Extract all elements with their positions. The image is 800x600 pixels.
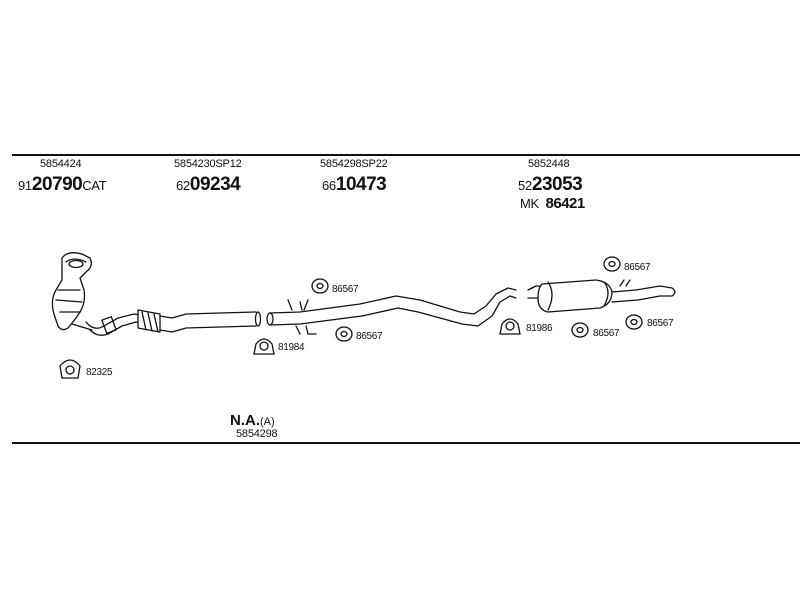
code-middle-pipe[interactable]: 6610473 xyxy=(322,174,387,196)
callout-hanger-rear-bottom-right: 86567 xyxy=(647,318,674,329)
not-available-part-number: 5854298 xyxy=(236,428,278,440)
callout-hanger-rear-bottom-left: 86567 xyxy=(593,328,620,339)
rubber-hanger-icon[interactable] xyxy=(625,314,643,330)
code-rear-muffler[interactable]: 5223053 xyxy=(518,174,583,196)
not-available-label: N.A.(A) xyxy=(230,412,275,429)
callout-hanger-mid-bottom: 86567 xyxy=(356,331,383,342)
top-rule xyxy=(12,154,800,156)
rear-muffler[interactable] xyxy=(527,279,676,313)
clamp-icon[interactable] xyxy=(499,318,521,335)
mounting-kit-code: 86421 xyxy=(545,195,586,212)
mounting-kit[interactable]: MK 86421 xyxy=(520,195,585,212)
gasket-icon[interactable] xyxy=(59,359,81,379)
part-number-middle-pipe: 5854298SP22 xyxy=(320,158,388,170)
catalytic-converter[interactable] xyxy=(51,252,93,331)
code-catalyst[interactable]: 9120790CAT xyxy=(18,174,107,196)
callout-hanger-mid-top: 86567 xyxy=(332,284,359,295)
code-main: 23053 xyxy=(531,174,583,195)
rubber-hanger-icon[interactable] xyxy=(335,326,353,342)
code-prefix: 91 xyxy=(18,178,32,193)
code-main: 09234 xyxy=(189,174,241,195)
part-number-catalyst: 5854424 xyxy=(40,158,82,170)
code-front-pipe[interactable]: 6209234 xyxy=(176,174,241,196)
callout-gasket-front: 82325 xyxy=(86,367,113,378)
na-text: N.A. xyxy=(230,412,260,429)
part-number-front-pipe: 5854230SP12 xyxy=(174,158,242,170)
callout-hanger-rear-top: 86567 xyxy=(624,262,651,273)
front-pipe[interactable] xyxy=(85,309,262,336)
na-note: (A) xyxy=(260,416,275,428)
rubber-hanger-icon[interactable] xyxy=(311,278,329,294)
rubber-hanger-icon[interactable] xyxy=(571,322,589,338)
mounting-kit-prefix: MK xyxy=(520,196,539,211)
middle-pipe[interactable] xyxy=(266,287,517,335)
code-prefix: 52 xyxy=(518,178,532,193)
bottom-rule xyxy=(12,442,800,444)
code-prefix: 62 xyxy=(176,178,190,193)
code-suffix: CAT xyxy=(82,178,107,193)
code-main: 20790 xyxy=(31,174,83,195)
callout-clamp-rear: 81986 xyxy=(526,323,553,334)
code-prefix: 66 xyxy=(322,178,336,193)
callout-clamp-front: 81984 xyxy=(278,342,305,353)
part-number-rear-muffler: 5852448 xyxy=(528,158,570,170)
code-main: 10473 xyxy=(335,174,387,195)
rubber-hanger-icon[interactable] xyxy=(603,256,621,272)
clamp-icon[interactable] xyxy=(253,338,275,355)
